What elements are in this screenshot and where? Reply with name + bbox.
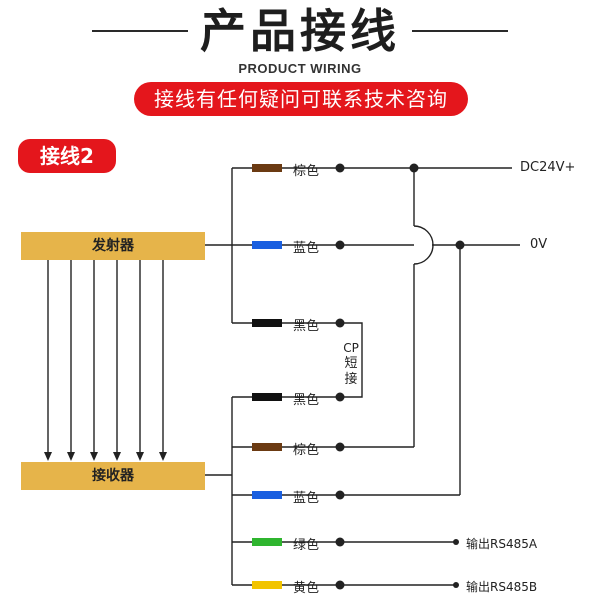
terminal-0v: 0V: [530, 237, 548, 252]
terminal-dot: [335, 580, 345, 590]
junction-dot: [409, 163, 419, 173]
beam-arrow-2: [67, 452, 75, 461]
beam-arrow-1: [44, 452, 52, 461]
junction-dot: [455, 240, 465, 250]
terminal-dot: [335, 318, 345, 328]
cp-label-2: 短: [344, 356, 358, 371]
wire-swatch: [252, 164, 282, 172]
wire-swatch: [252, 319, 282, 327]
wiring-tag: 接线2: [18, 139, 116, 173]
wire-swatch: [252, 393, 282, 401]
crossover-hop: [413, 225, 434, 265]
receiver-box: 接收器: [21, 462, 205, 490]
junction-dot: [453, 582, 459, 588]
junction-dot: [453, 539, 459, 545]
wire-swatch: [252, 491, 282, 499]
beam-arrow-5: [136, 452, 144, 461]
terminal-rs485b: 输出RS485B: [466, 580, 538, 594]
cp-short-bracket: [338, 322, 363, 398]
wire-swatch: [252, 443, 282, 451]
beam-arrow-4: [113, 452, 121, 461]
terminal-dc24: DC24V+: [520, 160, 576, 175]
terminal-dot: [335, 163, 345, 173]
terminal-dot: [335, 442, 345, 452]
terminal-dot: [335, 240, 345, 250]
wire-label-receiver-green: 绿色: [293, 538, 320, 553]
cp-label-1: CP: [343, 341, 359, 355]
terminal-dot: [335, 490, 345, 500]
wire-label-receiver-blue: 蓝色: [293, 491, 320, 506]
wire-label-emitter-blue: 蓝色: [293, 241, 320, 256]
beam-arrow-3: [90, 452, 98, 461]
terminal-dot: [335, 392, 345, 402]
wire-label-receiver-yellow: 黄色: [293, 581, 320, 596]
page-subtitle: PRODUCT WIRING: [238, 61, 362, 76]
wire-swatch: [252, 241, 282, 249]
wire-label-emitter-brown: 棕色: [293, 164, 320, 179]
cp-label-3: 接: [344, 372, 358, 387]
title-line-left: [92, 30, 188, 32]
beam-arrow-6: [159, 452, 167, 461]
terminal-dot: [335, 537, 345, 547]
consult-banner: 接线有任何疑问可联系技术咨询: [134, 82, 468, 116]
wire-label-emitter-black: 黑色: [293, 319, 320, 334]
wire-swatch: [252, 538, 282, 546]
page-title: 产品接线: [200, 4, 400, 58]
terminal-rs485a: 输出RS485A: [466, 537, 538, 551]
wire-swatch: [252, 581, 282, 589]
title-line-right: [412, 30, 508, 32]
wire-label-receiver-brown: 棕色: [293, 443, 320, 458]
cp-short-label: CP 短 接: [343, 340, 359, 388]
emitter-box: 发射器: [21, 232, 205, 260]
wire-label-receiver-black: 黑色: [293, 393, 320, 408]
